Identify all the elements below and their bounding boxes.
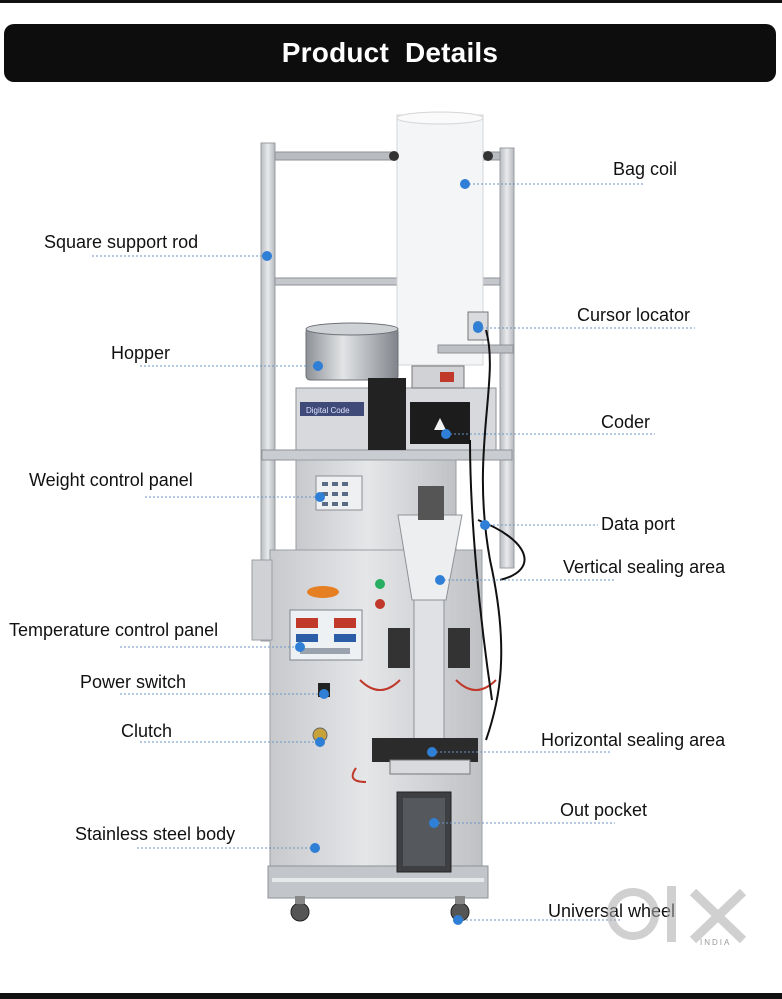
dot-coder — [441, 429, 451, 439]
label-bag-coil: Bag coil — [613, 159, 678, 179]
coder-unit: Digital Code — [295, 365, 497, 451]
label-weight-control-panel: Weight control panel — [29, 470, 193, 490]
label-power-switch: Power switch — [80, 672, 187, 692]
hopper-bowl — [305, 322, 399, 381]
dot-square-support-rod — [262, 251, 272, 261]
dot-out-pocket — [429, 818, 439, 828]
stainless-steel-body — [251, 549, 489, 899]
label-temperature-control-panel: Temperature control panel — [9, 620, 219, 640]
vertical-sealing-assembly — [359, 486, 497, 751]
dot-vertical-sealing-area — [435, 575, 445, 585]
label-coder: Coder — [601, 412, 651, 432]
page-header: Product Details — [4, 24, 776, 82]
dot-stainless-steel-body — [310, 843, 320, 853]
label-square-support-rod: Square support rod — [44, 232, 199, 252]
dot-universal-wheel — [453, 915, 463, 925]
leader-lines — [92, 183, 695, 921]
label-hopper: Hopper — [111, 343, 171, 363]
bottom-border — [0, 993, 782, 999]
dot-horizontal-sealing-area — [427, 747, 437, 757]
cables — [469, 329, 526, 741]
dot-bag-coil — [460, 179, 470, 189]
page-title: Product Details — [281, 37, 499, 68]
olx-watermark-logo — [607, 886, 747, 944]
dot-weight-control-panel — [315, 492, 325, 502]
olx-watermark-sub: INDIA — [700, 938, 732, 947]
callout-dots — [262, 179, 490, 925]
dot-temperature-control-panel — [295, 642, 305, 652]
label-cursor-locator: Cursor locator — [577, 305, 691, 325]
square-support-rod — [260, 142, 515, 642]
horizontal-sealing-assembly — [351, 738, 478, 783]
top-border — [0, 0, 782, 3]
label-horizontal-sealing-area: Horizontal sealing area — [541, 730, 726, 750]
dot-clutch — [315, 737, 325, 747]
dot-cursor-locator — [473, 323, 483, 333]
temperature-control-panel-box — [289, 579, 385, 661]
universal-wheel-set — [290, 896, 470, 922]
dot-data-port — [480, 520, 490, 530]
coder-plate-text: Digital Code — [306, 406, 350, 415]
label-out-pocket: Out pocket — [560, 800, 648, 820]
dot-power-switch — [319, 689, 329, 699]
label-clutch: Clutch — [121, 721, 173, 741]
dot-hopper — [313, 361, 323, 371]
label-stainless-steel-body: Stainless steel body — [75, 824, 236, 844]
label-data-port: Data port — [601, 514, 676, 534]
label-vertical-sealing-area: Vertical sealing area — [563, 557, 726, 577]
out-pocket-chute — [396, 791, 452, 873]
